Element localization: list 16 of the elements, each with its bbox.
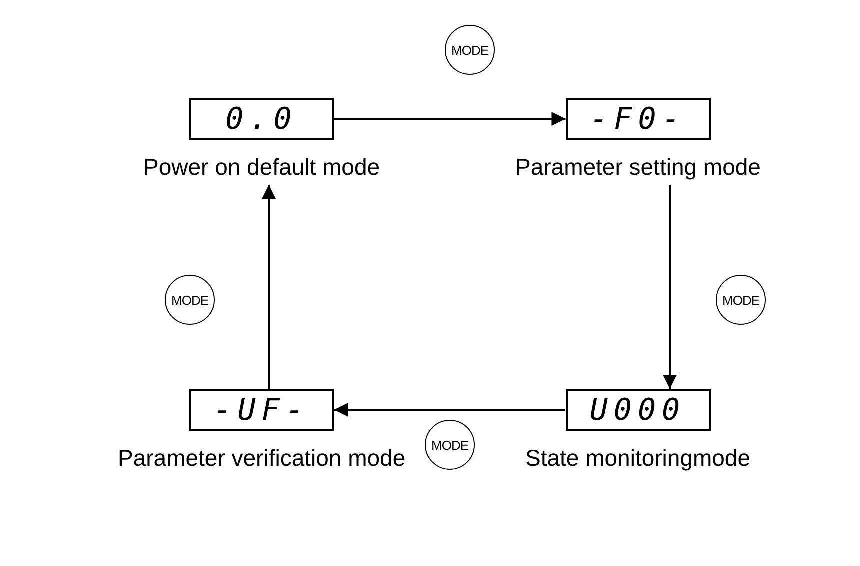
mode-key-label: MODE — [425, 420, 475, 470]
mode-key-label: MODE — [716, 275, 766, 325]
arrow — [334, 403, 566, 417]
mode-key-label: MODE — [165, 275, 215, 325]
arrow — [262, 185, 276, 389]
mode-label: State monitoringmode — [526, 445, 751, 472]
arrow — [663, 185, 677, 389]
led-display: U000 — [566, 389, 710, 431]
led-display: -F0- — [566, 98, 711, 140]
arrow — [334, 112, 566, 126]
mode-key-label: MODE — [445, 25, 495, 75]
led-display: 0.0 — [189, 98, 334, 140]
mode-label: Parameter setting mode — [516, 154, 761, 181]
mode-label: Parameter verification mode — [118, 445, 406, 472]
mode-label: Power on default mode — [144, 154, 380, 181]
led-display: -UF- — [189, 389, 334, 431]
